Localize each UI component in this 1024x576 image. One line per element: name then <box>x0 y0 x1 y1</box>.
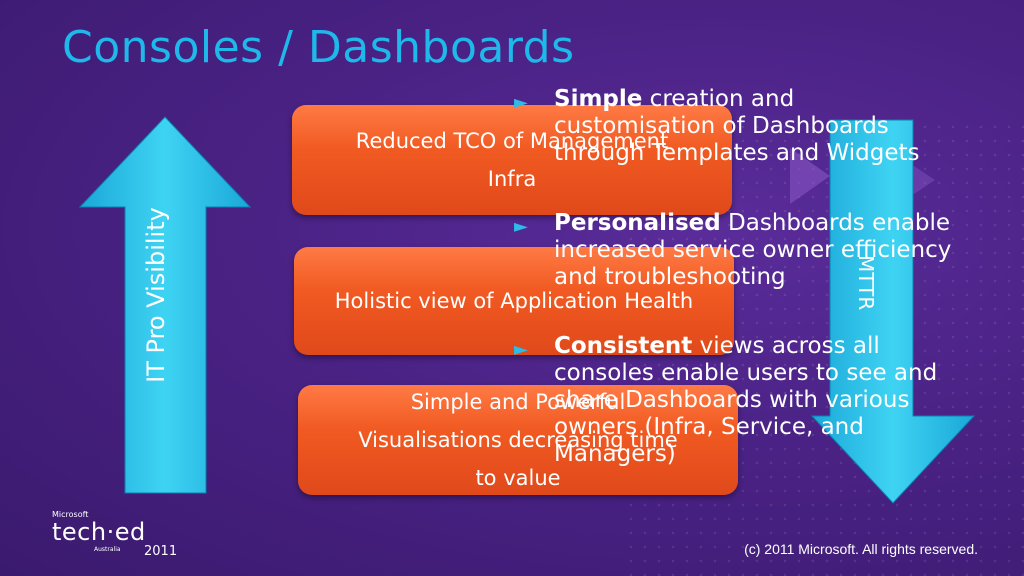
benefit-box-label: Reduced TCO of Management Infra <box>355 129 669 191</box>
bullet-arrow-icon: ► <box>514 339 528 360</box>
bullet-text: views across all consoles enable users t… <box>554 333 938 467</box>
bullet-arrow-icon: ► <box>514 92 528 113</box>
logo-name: tech·ed <box>52 518 146 546</box>
benefit-box-label: Simple and Powerful Visualisations decre… <box>358 390 678 490</box>
teched-logo: Microsoft tech·ed Australia 2011 <box>52 510 177 559</box>
benefit-box-label: Holistic view of Application Health <box>334 289 694 313</box>
slide-title: Consoles / Dashboards <box>62 22 575 73</box>
logo-year: 2011 <box>144 544 178 559</box>
benefit-box-visualisations: Simple and Powerful Visualisations decre… <box>298 385 738 495</box>
bullet-text: Dashboards enable increased service owne… <box>554 210 952 290</box>
logo-region: Australia <box>94 546 121 553</box>
arrow-down-icon <box>810 119 976 504</box>
bullet-bold-text: Personalised <box>554 210 721 236</box>
bullet-bold-text: Simple <box>554 86 643 112</box>
bullet-bold-text: Consistent <box>554 333 693 359</box>
arrow-up-icon <box>78 116 252 494</box>
it-pro-visibility-label: IT Pro Visibility <box>142 207 170 383</box>
benefit-box-health: Holistic view of Application Health <box>294 247 734 355</box>
bullet-text: creation and customisation of Dashboards… <box>554 86 920 166</box>
logo-brand: Microsoft <box>52 510 89 519</box>
copyright-footer: (c) 2011 Microsoft. All rights reserved. <box>744 541 978 557</box>
benefit-box-tco: Reduced TCO of Management Infra <box>292 105 732 215</box>
chevron-decoration-icon <box>790 148 830 204</box>
bullet-arrow-icon: ► <box>514 216 528 237</box>
